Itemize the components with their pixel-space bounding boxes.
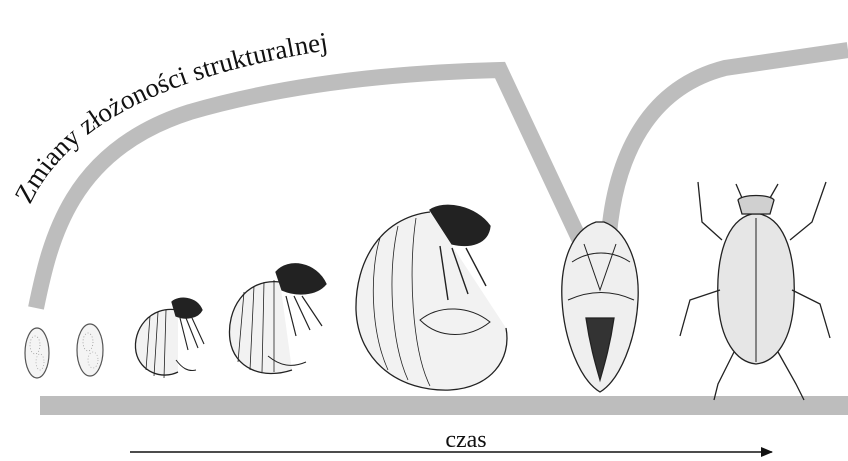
egg-2-illustration	[77, 324, 103, 376]
time-axis-label: czas	[445, 427, 486, 453]
egg-1-illustration	[25, 328, 49, 378]
larva-medium-illustration	[229, 264, 326, 374]
larva-large-illustration	[356, 205, 507, 390]
complexity-curve-recovery	[608, 50, 848, 248]
larva-small-illustration	[135, 298, 204, 378]
pupa-illustration	[562, 222, 638, 392]
baseline-bar	[40, 396, 848, 415]
adult-beetle-illustration	[680, 182, 830, 400]
